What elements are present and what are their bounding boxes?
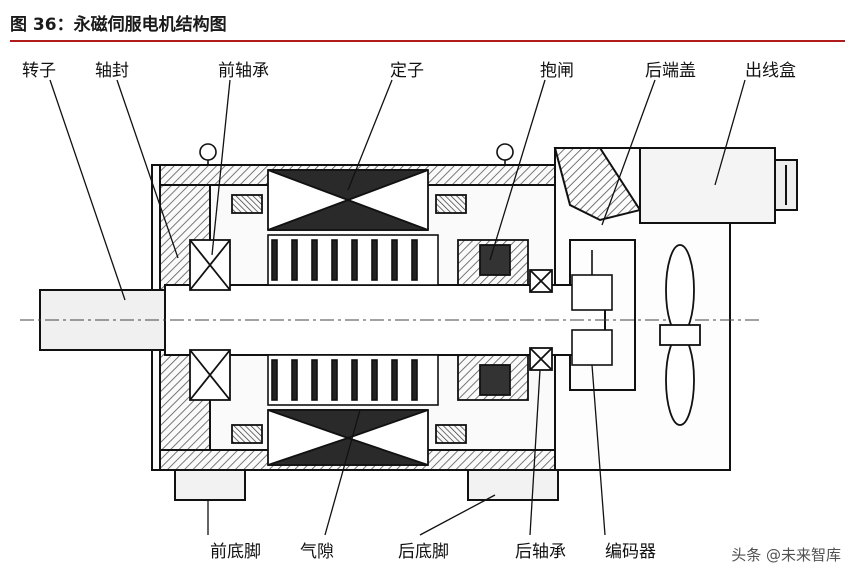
label-rear-foot: 后底脚 <box>398 542 449 562</box>
label-stator: 定子 <box>390 61 424 81</box>
label-front-bearing: 前轴承 <box>218 61 269 81</box>
rotor <box>267 234 439 406</box>
label-terminal-box: 出线盒 <box>745 61 796 81</box>
label-encoder: 编码器 <box>605 542 656 562</box>
title-divider <box>10 40 845 42</box>
label-front-foot: 前底脚 <box>210 542 261 562</box>
front-bearing <box>189 239 231 401</box>
label-rear-bearing: 后轴承 <box>515 542 566 562</box>
label-air-gap: 气隙 <box>300 542 334 562</box>
rear-bearing <box>529 269 553 371</box>
leader-lines <box>49 79 746 536</box>
figure-title: 图 36：永磁伺服电机结构图 <box>10 15 227 35</box>
watermark: 头条 @未来智库 <box>731 546 841 564</box>
label-rotor: 转子 <box>22 61 56 81</box>
cooling-fan <box>659 244 701 426</box>
shaft <box>20 284 760 356</box>
label-shaft-seal: 轴封 <box>95 61 129 81</box>
mounting-feet <box>174 469 559 501</box>
brake <box>457 239 529 401</box>
stator <box>231 169 467 466</box>
terminal-box <box>639 147 798 224</box>
label-rear-end-cover: 后端盖 <box>645 61 696 81</box>
label-brake: 抱闸 <box>540 61 574 81</box>
lifting-eyes <box>199 143 514 165</box>
